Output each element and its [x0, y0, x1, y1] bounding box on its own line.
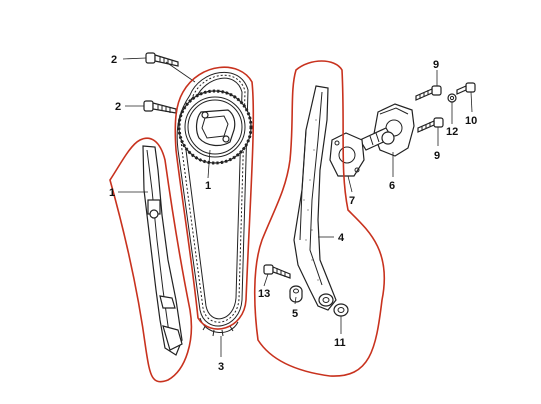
callout-9-bolt-top: 9: [433, 59, 439, 71]
callout-4-guide: 4: [338, 232, 345, 244]
callout-11-washer: 11: [334, 337, 346, 349]
tensioner-gasket: [329, 132, 365, 177]
red-highlight-outlines: [109, 60, 386, 383]
tensioner-lifter: [359, 103, 415, 157]
lifter-bolt-top: [415, 85, 442, 101]
highlight-chain: [174, 66, 255, 330]
highlight-guide: [253, 60, 386, 377]
callout-13-bolt: 13: [258, 288, 270, 300]
callout-12-washer: 12: [446, 126, 458, 138]
tensioner-slipper: [142, 145, 183, 356]
callout-6-tensioner: 6: [389, 180, 395, 192]
guide-bolt: [263, 264, 291, 279]
leader-lines: [118, 57, 473, 357]
cam-chain-guide: [293, 85, 337, 311]
lifter-bolt-lower: [417, 117, 444, 133]
sprocket-bolt-top: [145, 52, 179, 67]
callout-2-bolt-top: 2: [111, 54, 117, 66]
washer-11: [333, 303, 349, 317]
sealing-bolt: [456, 82, 476, 95]
callout-9-bolt-lower: 9: [434, 150, 440, 162]
callout-2-bolt-lower: 2: [115, 101, 121, 113]
callout-labels: 2 2 1 1 3 4 5 6 7 9 9 10 11 12 13: [109, 54, 477, 373]
sealing-washer: [447, 93, 457, 103]
sprocket-bolt-lower: [143, 100, 177, 114]
callout-10-bolt: 10: [465, 115, 477, 127]
callout-1-sprocket: 1: [205, 180, 211, 192]
guide-collar: [289, 285, 303, 303]
highlight-slipper: [109, 137, 193, 383]
callout-5-collar: 5: [292, 308, 298, 320]
cam-sprocket: [177, 89, 253, 165]
callout-1-slipper: 1: [109, 187, 115, 199]
callout-7-gasket: 7: [349, 195, 355, 207]
callout-3-chain: 3: [218, 361, 224, 373]
